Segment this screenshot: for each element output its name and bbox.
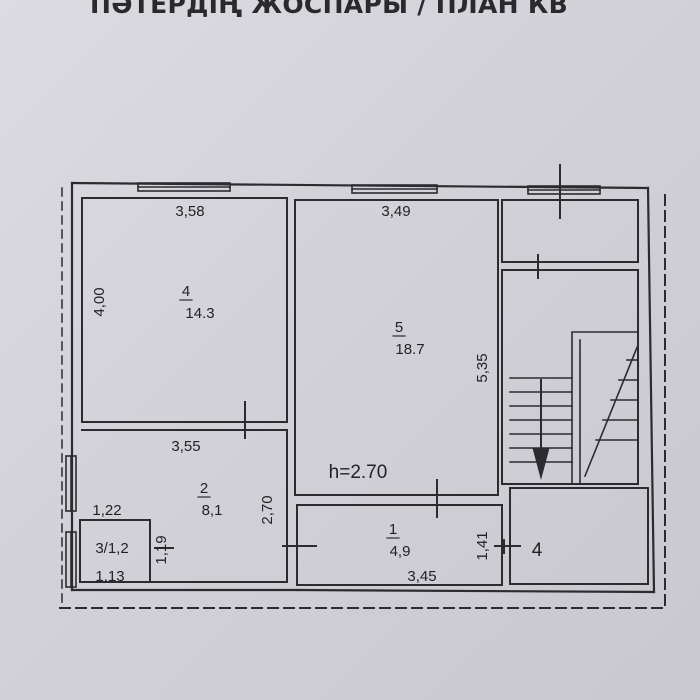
room-2-length-label: 2,70 [259,495,276,524]
staircase [509,331,640,485]
room-3-number-area: 3/1,2 [95,540,128,557]
room-5-outline [294,199,499,496]
stair-hall-label: 4 [532,540,543,561]
top-right-room-outline [501,199,639,263]
room-2-outline [81,429,288,583]
room-4-outline [81,197,288,423]
fraction-bars [179,299,406,539]
ceiling-height-label: h=2.70 [329,462,388,483]
outer-dashed-outline [59,191,666,609]
room-4-number: 4 [182,283,190,300]
plan-heading: ПӘТЕРДІҢ ЖОСПАРЫ / ПЛАН КВ [90,0,568,19]
stair-direction-arrow [532,379,550,480]
stair-landing-outline [509,487,649,585]
stair-hall-outline [501,269,639,485]
room-2-area: 8,1 [202,502,223,519]
plan-labels: 3,58 4,00 4 14.3 3,49 5,35 5 18.7 h=2.70… [91,203,543,585]
room-5-length-label: 5,35 [474,353,491,382]
room-5-area: 18.7 [395,341,424,358]
outer-walls [70,181,656,594]
room-4-area: 14.3 [185,305,214,322]
room-3-width-label: 1,13 [95,568,124,585]
windows [65,182,601,588]
room-1-width-label: 3,45 [407,568,436,585]
room-2-number: 2 [200,480,208,497]
room-1-length-label: 1,41 [474,531,491,560]
room-1-number: 1 [389,521,397,538]
room-3-top-label: 1,22 [92,502,121,519]
room-3-outline [79,519,151,583]
room-5-width-label: 3,49 [381,203,410,220]
room-4-length-label: 4,00 [91,287,108,316]
door-marks [154,164,561,554]
room-2-width-label: 3,55 [171,438,200,455]
room-1-area: 4,9 [390,543,411,560]
room-5-number: 5 [395,319,403,336]
room-4-width-label: 3,58 [175,203,204,220]
room-3-length-label: 1,19 [153,535,170,564]
